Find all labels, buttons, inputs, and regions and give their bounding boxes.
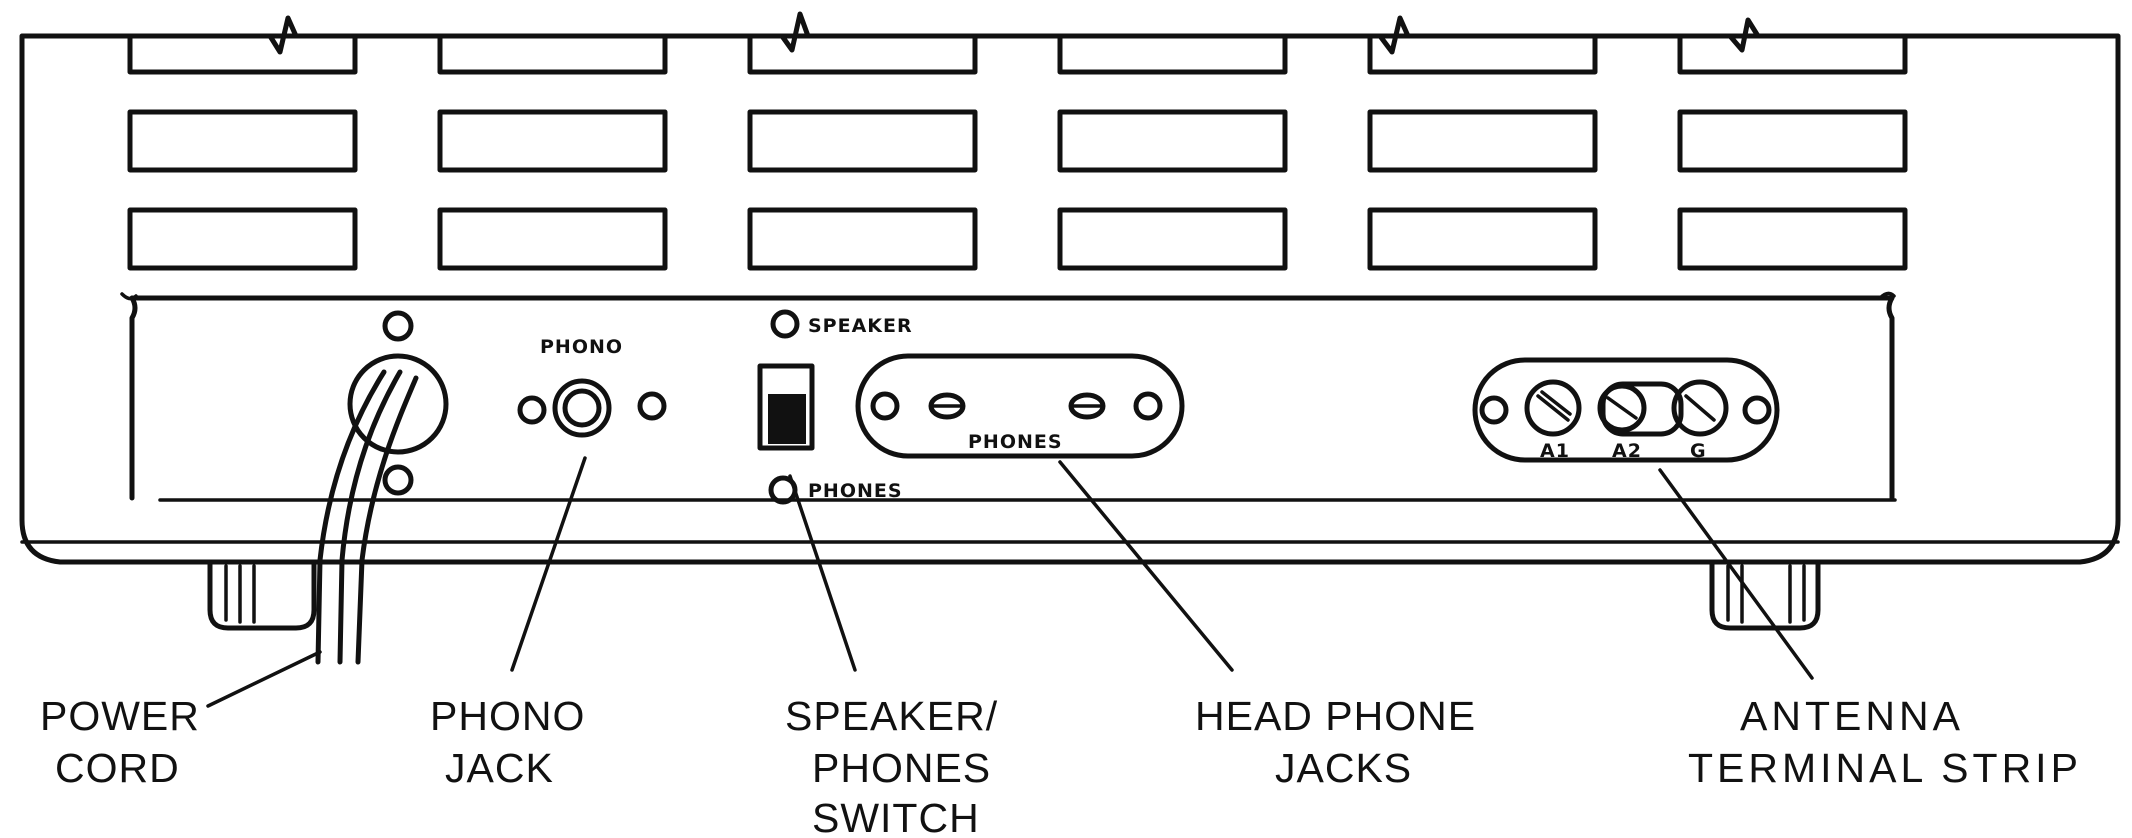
leader-lines [206,456,1814,708]
phono-panel-label: PHONO [540,336,623,358]
vent-slots [127,33,1908,271]
g-label: G [1690,440,1707,462]
head-phone-jacks-callout: HEAD PHONE JACKS [1195,693,1489,791]
phones-jacks-panel-label: PHONES [968,431,1063,453]
power-cord [315,310,449,665]
antenna-terminal-strip: A1 A2 G [1472,357,1780,463]
speaker-phones-switch: SPEAKER PHONES [757,309,913,505]
cabinet-feet [207,559,1821,631]
antenna-terminal-strip-callout: ANTENNA TERMINAL STRIP [1688,693,2082,791]
speaker-phones-switch-callout: SPEAKER/ PHONES SWITCH [785,693,1011,838]
phones-switch-panel-label: PHONES [808,480,903,502]
phono-jack: PHONO [517,336,667,438]
callout-labels: POWER CORD PHONO JACK SPEAKER/ PHONES SW… [40,693,2082,838]
cabinet [19,11,2121,565]
a2-label: A2 [1612,440,1642,462]
headphone-jacks-plate: PHONES [855,353,1185,459]
phono-jack-callout: PHONO JACK [430,693,598,791]
rear-panel-plate [120,291,1896,501]
speaker-panel-label: SPEAKER [808,315,913,337]
power-cord-callout: POWER CORD [40,693,212,791]
a1-label: A1 [1540,440,1570,462]
